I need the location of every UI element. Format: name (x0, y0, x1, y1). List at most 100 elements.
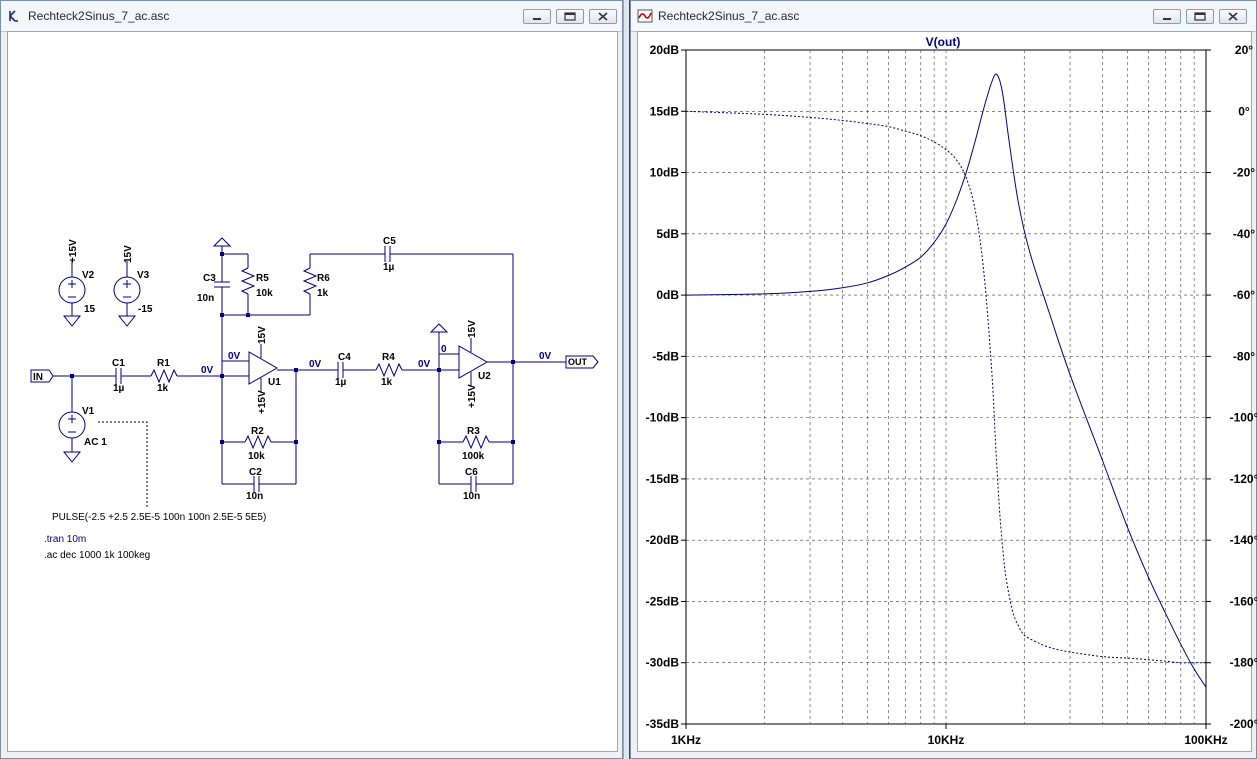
left-tick-label: -35dB (646, 717, 680, 731)
u1-inverting-voltage: 0V (228, 351, 241, 362)
window-title: Rechteck2Sinus_7_ac.asc (28, 9, 170, 23)
r6-value: 1k (317, 288, 329, 299)
v3-ref: V3 (137, 270, 150, 281)
u2-output-voltage: 0V (539, 351, 552, 362)
right-tick-label: -60° (1233, 288, 1255, 302)
schematic-window[interactable]: Rechteck2Sinus_7_ac.asc (0, 0, 623, 759)
u2-ref: U2 (478, 371, 491, 382)
c5-value: 1µ (383, 262, 395, 273)
close-icon (598, 12, 608, 21)
out-flag-label: OUT (568, 357, 588, 367)
right-tick-label: -20° (1233, 166, 1255, 180)
bode-plot[interactable]: 20dB 15dB 10dB 5dB 0dB -5dB -10dB -15dB -20dB -25… (638, 32, 1257, 753)
left-tick-label: -10dB (646, 411, 680, 425)
minimize-icon (1163, 18, 1171, 20)
window-title: Rechteck2Sinus_7_ac.asc (658, 9, 800, 23)
v1-ref: V1 (82, 406, 95, 417)
plot-window[interactable]: Rechteck2Sinus_7_ac.asc 20dB 15dB 10dB 5dB 0… (630, 0, 1257, 759)
u1-output-voltage: 0V (309, 359, 322, 370)
schematic-drawing[interactable]: +15V 15V V2 15 V3 -15 IN V1 AC 1 C1 1µ R… (8, 32, 619, 753)
r4-value: 1k (381, 377, 393, 388)
right-tick-label: -40° (1233, 227, 1255, 241)
c4-value: 1µ (335, 377, 347, 388)
close-button[interactable] (589, 9, 617, 24)
u2-inverting-voltage: 0V (418, 359, 431, 370)
r4-ref: R4 (382, 352, 395, 363)
v1-value: AC 1 (84, 437, 107, 448)
u1-noninv-voltage: 0V (201, 365, 214, 376)
schematic-titlebar[interactable]: Rechteck2Sinus_7_ac.asc (1, 1, 622, 32)
c3-value: 10n (197, 293, 214, 304)
plot-pane[interactable]: 20dB 15dB 10dB 5dB 0dB -5dB -10dB -15dB -20dB -25… (637, 31, 1257, 753)
right-tick-label: 20° (1235, 43, 1253, 57)
left-tick-label: -20dB (646, 533, 680, 547)
v2-net-label: +15V (68, 239, 79, 263)
left-tick-label: 5dB (656, 227, 679, 241)
schematic-canvas[interactable]: +15V 15V V2 15 V3 -15 IN V1 AC 1 C1 1µ R… (7, 31, 618, 752)
right-tick-label: -120° (1230, 472, 1257, 486)
in-flag-label: IN (33, 372, 43, 383)
minimize-button[interactable] (1153, 9, 1181, 24)
right-tick-label: 0° (1238, 104, 1250, 118)
right-tick-label: -100° (1230, 411, 1257, 425)
r6-ref: R6 (317, 273, 330, 284)
u2-noninv-voltage: 0 (441, 344, 447, 355)
left-tick-label: -5dB (652, 349, 679, 363)
r5-value: 10k (256, 288, 273, 299)
right-tick-label: -80° (1233, 349, 1255, 363)
schematic-icon (9, 10, 18, 22)
left-tick-label: 0dB (656, 288, 679, 302)
x-tick-label: 10KHz (928, 733, 965, 747)
restore-icon (564, 12, 576, 21)
left-tick-label: 15dB (650, 104, 680, 118)
pulse-link-line (98, 421, 148, 508)
c5-ref: C5 (383, 236, 396, 247)
left-tick-label: 20dB (650, 43, 680, 57)
minimize-icon (533, 18, 541, 20)
u1-top-supply: 15V (257, 326, 268, 344)
minimize-button[interactable] (523, 9, 551, 24)
r1-value: 1k (157, 383, 169, 394)
r5-ref: R5 (256, 273, 269, 284)
c1-ref: C1 (112, 358, 125, 369)
restore-button[interactable] (1186, 9, 1214, 24)
r3-ref: R3 (467, 426, 480, 437)
c4-ref: C4 (338, 352, 351, 363)
v3-net-label: 15V (123, 245, 134, 263)
plot-titlebar[interactable]: Rechteck2Sinus_7_ac.asc (631, 1, 1256, 32)
close-button[interactable] (1219, 9, 1247, 24)
tran-directive: .tran 10m (44, 534, 86, 545)
c2-ref: C2 (249, 467, 262, 478)
r2-value: 10k (248, 451, 265, 462)
pulse-directive: PULSE(-2.5 +2.5 2.5E-5 100n 100n 2.5E-5 … (52, 512, 266, 523)
right-tick-label: -160° (1230, 594, 1257, 608)
restore-button[interactable] (556, 9, 584, 24)
ac-directive: .ac dec 1000 1k 100keg (44, 550, 150, 561)
r3-value: 100k (462, 451, 485, 462)
c2-value: 10n (246, 491, 263, 502)
left-tick-label: -25dB (646, 594, 680, 608)
magnitude-trace[interactable] (685, 73, 1207, 688)
u2-top-supply: 15V (467, 320, 478, 338)
right-axis: 20° 0° -20° -40° -60° -80° -100° -120° -140° -160… (1206, 43, 1257, 731)
right-tick-label: -180° (1230, 656, 1257, 670)
waveform-icon (637, 9, 653, 23)
v2-ref: V2 (82, 270, 95, 281)
plot-grid (686, 50, 1206, 724)
r2-ref: R2 (251, 426, 264, 437)
v2-value: 15 (84, 304, 96, 315)
x-tick-label: 1KHz (671, 733, 701, 747)
left-tick-label: -15dB (646, 472, 680, 486)
trace-label[interactable]: V(out) (926, 35, 961, 49)
c1-value: 1µ (113, 383, 125, 394)
left-tick-label: 10dB (650, 166, 680, 180)
r1-ref: R1 (157, 358, 170, 369)
window-splitter[interactable] (623, 0, 630, 759)
c6-ref: C6 (465, 467, 478, 478)
right-tick-label: -140° (1230, 533, 1257, 547)
u1-ref: U1 (268, 377, 281, 388)
right-tick-label: -200° (1230, 717, 1257, 731)
restore-icon (1194, 12, 1206, 21)
u1-bottom-supply: +15V (257, 390, 268, 414)
